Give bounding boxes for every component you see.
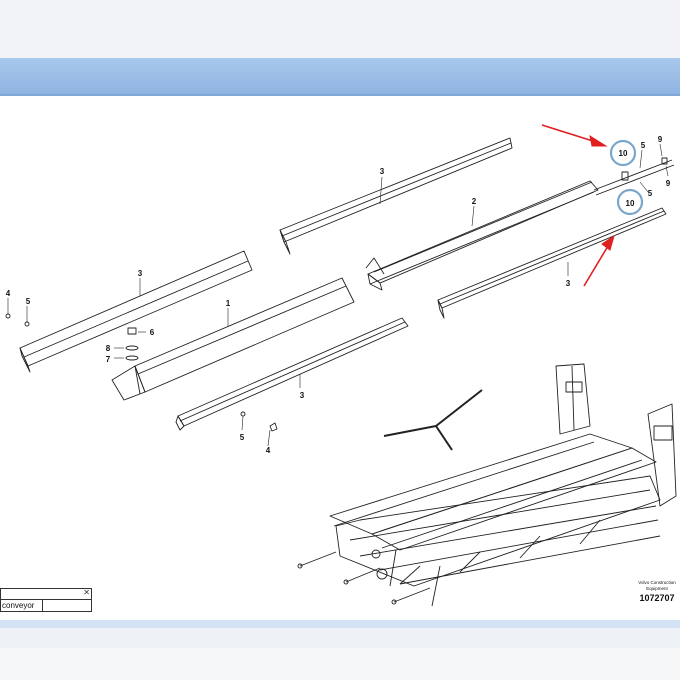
footer-band xyxy=(0,628,680,648)
top-bar xyxy=(0,0,680,58)
callout-6: 6 xyxy=(150,328,155,337)
header-band xyxy=(0,58,680,96)
highlight-circle-10-top xyxy=(609,139,637,167)
guide-rail-3-left xyxy=(19,250,253,373)
callout-5-shaft-bottom: 5 xyxy=(648,189,653,198)
callout-9-top: 9 xyxy=(658,135,663,144)
annotation-arrows xyxy=(541,124,615,287)
callout-5-shaft-top: 5 xyxy=(641,141,646,150)
callout-10-top: 10 xyxy=(619,149,628,158)
bottom-bar xyxy=(0,648,680,680)
callout-1: 1 xyxy=(226,299,231,308)
title-block: ✕ conveyor xyxy=(0,588,92,612)
footer-strip xyxy=(0,620,680,628)
callout-10-bottom: 10 xyxy=(626,199,635,208)
parts-drawing: 3 2 3 1 3 3 4 5 6 8 7 5 4 10 5 9 9 5 10 xyxy=(0,96,680,620)
callout-8: 8 xyxy=(106,344,111,353)
callout-5-bottom: 5 xyxy=(240,433,245,442)
callout-3-top: 3 xyxy=(380,167,385,176)
guide-rail-3-lower xyxy=(175,317,409,431)
shaft-assembly xyxy=(593,157,675,196)
channel-part-1 xyxy=(111,277,355,401)
guide-rail-3-top xyxy=(279,137,513,255)
conveyor-assembly xyxy=(297,363,677,607)
callout-4-left: 4 xyxy=(6,289,11,298)
callout-3-lower: 3 xyxy=(300,391,305,400)
stamp-company: Volvo Construction xyxy=(638,580,676,585)
arrow-head-bottom xyxy=(601,234,615,251)
channel-part-2 xyxy=(365,180,599,291)
highlight-circle-10-bottom xyxy=(616,188,644,216)
parts-diagram: 3 2 3 1 3 3 4 5 6 8 7 5 4 10 5 9 9 5 10 xyxy=(5,124,677,607)
arrow-head-top xyxy=(589,134,608,147)
title-block-header: ✕ xyxy=(1,588,91,600)
drawing-stamp: Volvo Construction Equipment 1072707 xyxy=(634,580,680,604)
guide-rail-3-right xyxy=(437,207,667,319)
view-indicator xyxy=(383,389,483,451)
stamp-division: Equipment xyxy=(646,586,668,591)
callout-7: 7 xyxy=(106,355,111,364)
stamp-drawing-number: 1072707 xyxy=(639,593,675,603)
leader-lines xyxy=(7,143,669,447)
callout-2: 2 xyxy=(472,197,477,206)
close-icon[interactable]: ✕ xyxy=(83,588,90,597)
title-block-description: conveyor xyxy=(1,600,43,611)
callout-4-bottom: 4 xyxy=(266,446,271,455)
callout-5-left: 5 xyxy=(26,297,31,306)
callout-3-left: 3 xyxy=(138,269,143,278)
title-block-empty-cell xyxy=(43,600,91,611)
callout-9-right: 9 xyxy=(666,179,671,188)
callout-3-right: 3 xyxy=(566,279,571,288)
